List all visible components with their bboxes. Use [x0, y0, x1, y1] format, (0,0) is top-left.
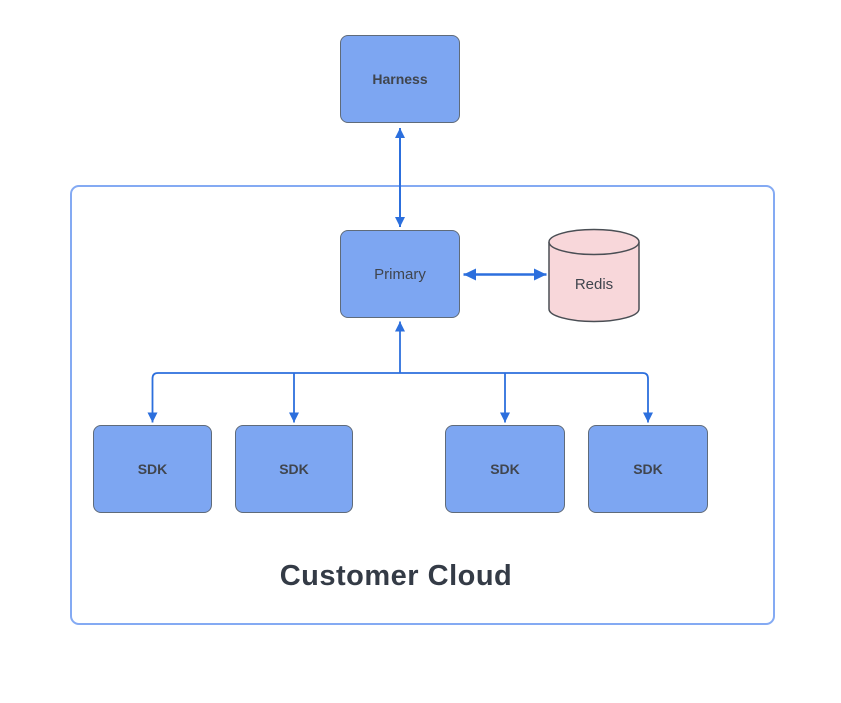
- node-sdk4-label: SDK: [633, 461, 663, 477]
- node-harness: Harness: [340, 35, 460, 123]
- node-sdk-1: SDK: [93, 425, 212, 513]
- node-sdk1-label: SDK: [137, 461, 168, 477]
- node-redis: Redis: [548, 228, 640, 323]
- node-sdk-4: SDK: [588, 425, 708, 513]
- customer-cloud-label: Customer Cloud: [279, 560, 513, 592]
- node-redis-label: Redis: [575, 276, 613, 293]
- node-primary-label: Primary: [374, 265, 426, 283]
- cylinder-top: [548, 228, 640, 256]
- node-sdk3-label: SDK: [490, 461, 520, 477]
- node-sdk2-label: SDK: [279, 461, 309, 477]
- node-sdk-3: SDK: [445, 425, 565, 513]
- node-primary: Primary: [340, 230, 460, 318]
- cylinder-body: [548, 242, 640, 323]
- node-sdk-2: SDK: [235, 425, 353, 513]
- node-harness-label: Harness: [372, 71, 428, 87]
